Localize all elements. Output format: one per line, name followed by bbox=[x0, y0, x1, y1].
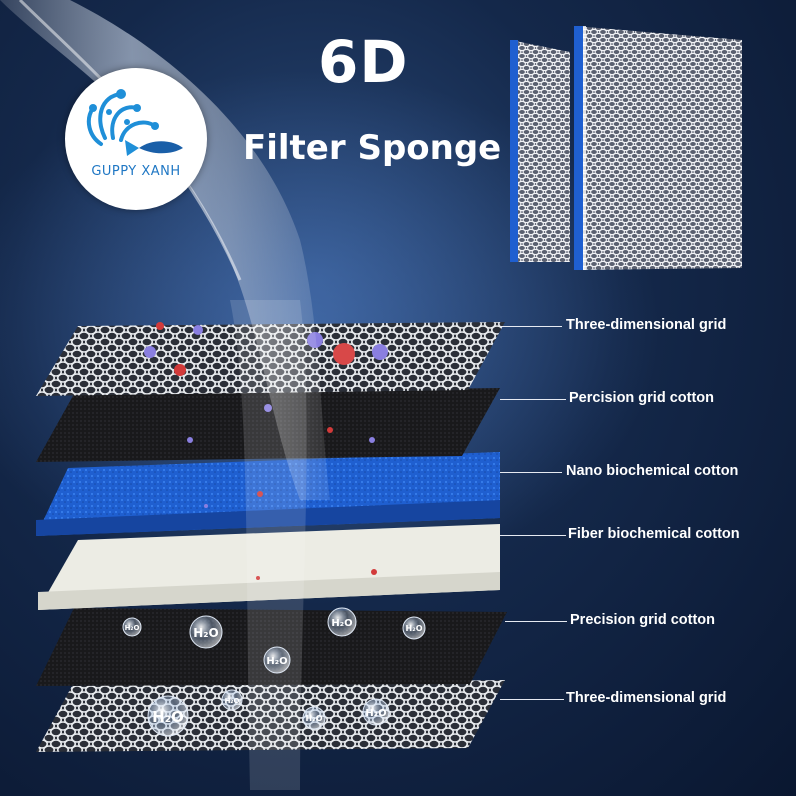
label-layer-1: Three-dimensional grid bbox=[566, 317, 727, 333]
h2o-bubble-label: H₂O bbox=[266, 656, 287, 667]
h2o-bubble-label: H₂O bbox=[365, 708, 386, 719]
label-layer-5: Precision grid cotton bbox=[570, 612, 716, 628]
h2o-bubble-label: H₂O bbox=[306, 714, 323, 723]
layer-three-dimensional-grid-bottom bbox=[36, 680, 505, 752]
h2o-bubble-label: H₂O bbox=[125, 624, 140, 632]
leader-line bbox=[500, 472, 562, 473]
impurity-particles bbox=[144, 322, 388, 580]
h2o-bubble-label: H₂O bbox=[406, 624, 423, 633]
h2o-bubble-label: H₂O bbox=[193, 626, 219, 640]
layer-percision-grid-cotton bbox=[36, 388, 500, 462]
h2o-bubble-label: H₂O bbox=[152, 708, 184, 726]
leader-line bbox=[505, 621, 567, 622]
h2o-bubbles bbox=[122, 607, 426, 737]
layer-fiber-biochemical-cotton bbox=[38, 524, 500, 610]
sponge-product-image bbox=[510, 26, 742, 270]
brand-name: GUPPY XANH bbox=[91, 164, 181, 179]
h2o-bubble-label: H₂O bbox=[331, 618, 352, 629]
h2o-bubble-label: H₂O bbox=[225, 697, 240, 705]
label-layer-4: Fiber biochemical cotton bbox=[568, 526, 740, 542]
brand-logo: GUPPY XANH bbox=[65, 68, 207, 210]
leader-line bbox=[500, 535, 566, 536]
layer-precision-grid-cotton bbox=[36, 608, 507, 686]
leader-line bbox=[500, 399, 566, 400]
layer-nano-biochemical-cotton bbox=[36, 452, 500, 536]
leader-line bbox=[500, 326, 562, 327]
label-layer-6: Three-dimensional grid bbox=[566, 690, 727, 706]
heading-6d: 6D bbox=[318, 28, 409, 96]
leader-line bbox=[500, 699, 564, 700]
heading-filter-sponge: Filter Sponge bbox=[243, 128, 502, 168]
label-layer-2: Percision grid cotton bbox=[569, 390, 715, 406]
guppy-fish-icon bbox=[86, 89, 183, 156]
label-layer-3: Nano biochemical cotton bbox=[566, 463, 739, 479]
